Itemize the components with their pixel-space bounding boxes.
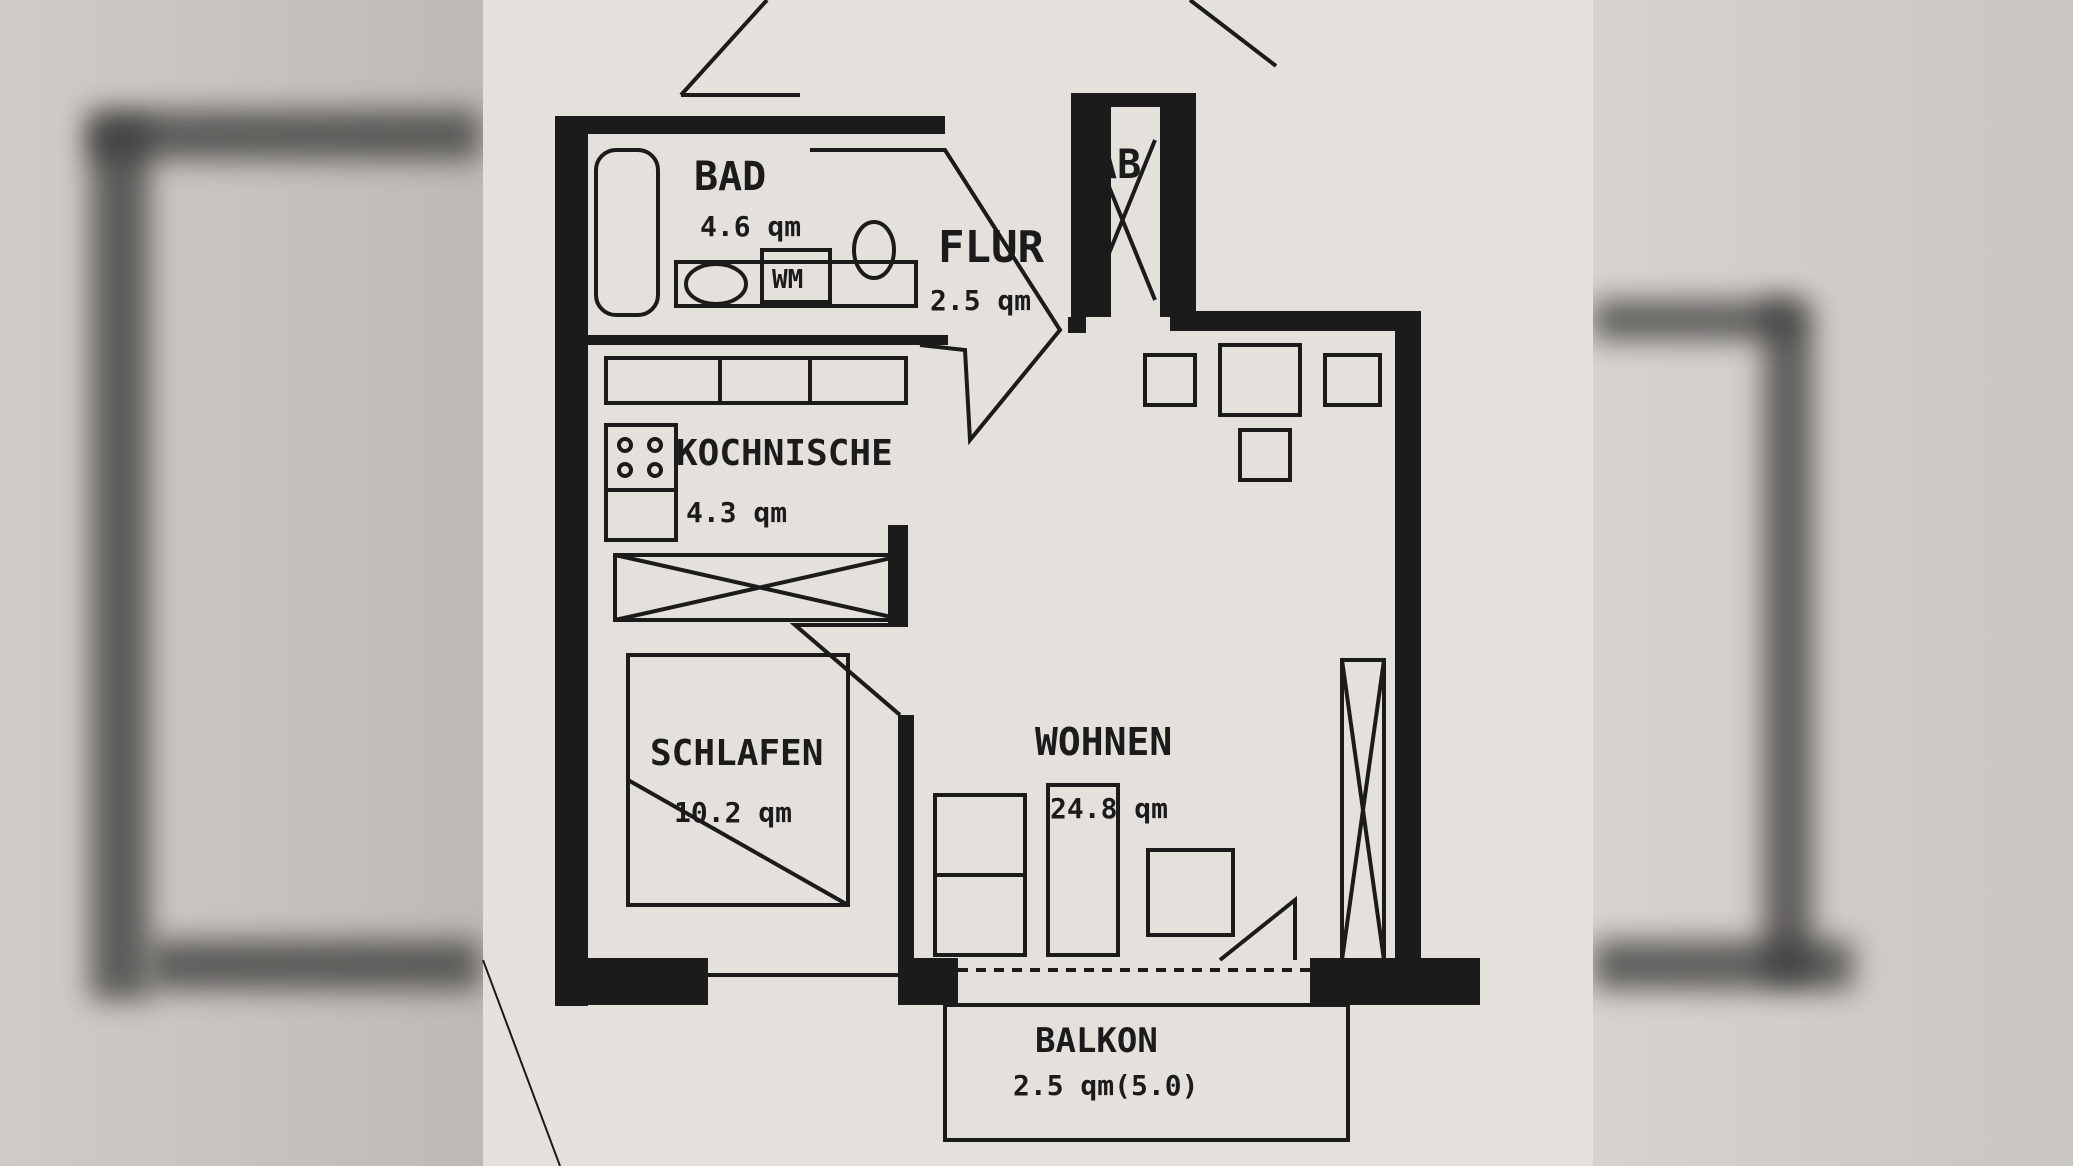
room-label-kochnische: KOCHNISCHE [676,433,893,474]
room-area-kochnische: 4.3 qm [686,496,787,529]
sink [684,262,748,306]
room-label-ab: AB [1093,142,1141,188]
room-label-balkon: BALKON [1035,1021,1158,1061]
room-area-wohnen: 24.8 qm [1050,792,1168,825]
room-area-ab: 1 [1088,192,1105,225]
room-label-schlafen: SCHLAFEN [650,733,823,774]
blurred-background-right [1593,0,2073,1166]
balcony-outline [943,1003,1350,1142]
walls [555,93,1480,1006]
room-area-flur: 2.5 qm [930,284,1031,317]
room-label-flur: FLUR [938,222,1044,273]
roof-line-right [1188,0,1278,68]
bathtub [594,148,660,317]
blurred-background-left [0,0,483,1166]
armchair [1146,848,1235,937]
appliance-label-wm: WM [772,265,803,295]
room-label-bad: BAD [694,154,766,200]
kitchen-sink [718,356,812,405]
toilet [852,220,896,280]
room-area-balkon: 2.5 qm(5.0) [1013,1069,1198,1102]
fixtures [482,139,1386,1166]
room-area-schlafen: 10.2 qm [674,796,792,829]
washing-machine [760,248,832,304]
roof-line-left [679,0,769,97]
room-label-wohnen: WOHNEN [1035,720,1172,764]
wardrobe [613,553,907,622]
room-area-bad: 4.6 qm [700,210,801,243]
